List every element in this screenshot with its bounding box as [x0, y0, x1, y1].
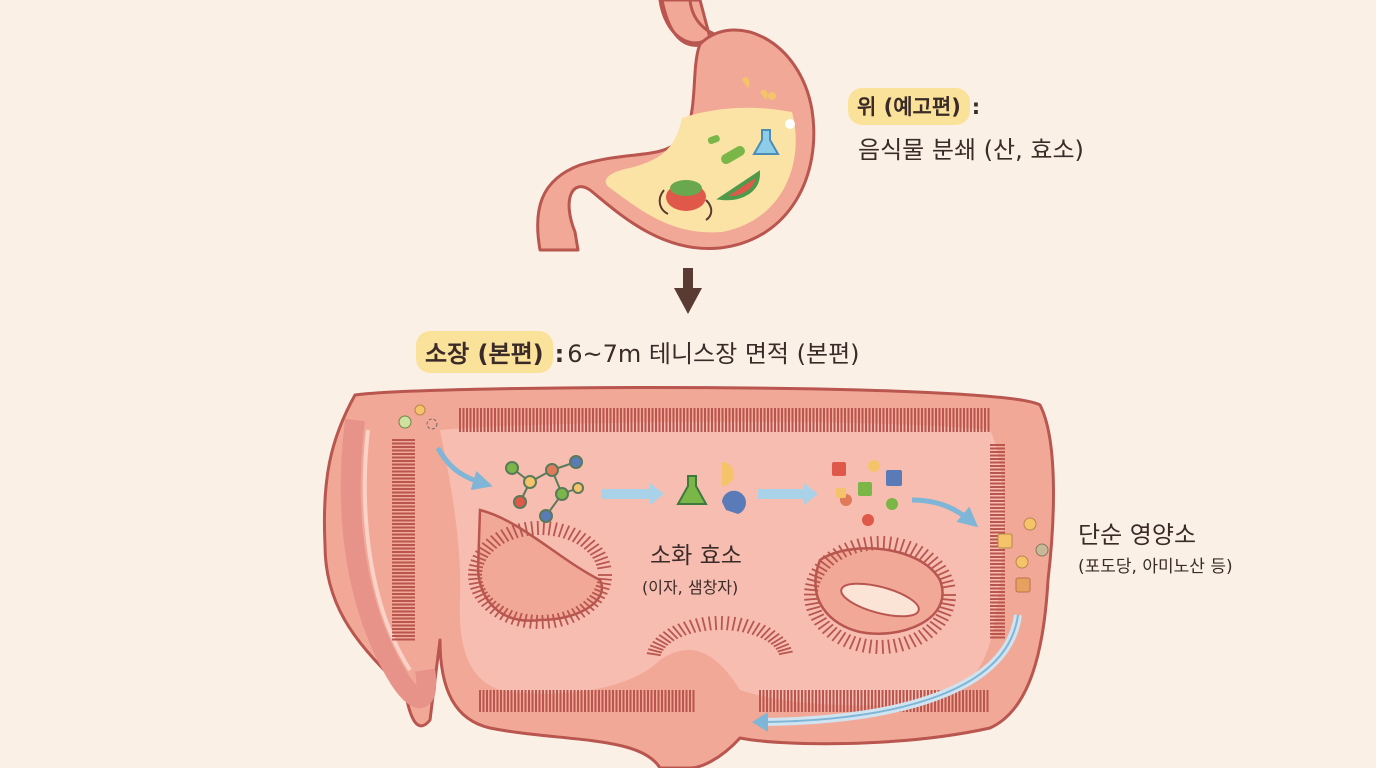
flow-arrow-4 [911, 497, 979, 528]
stomach-fluid [605, 107, 796, 233]
enzyme-sublabel: (이자, 샘창자) [642, 578, 739, 597]
simple-nutrients-icon [832, 460, 902, 526]
molecule-chain-icon [505, 455, 584, 523]
pill-icon [721, 146, 745, 164]
food-particles-icon [398, 404, 438, 430]
stomach-colon: : [971, 95, 981, 119]
down-arrow-icon [674, 268, 702, 314]
flow-arrow-1 [435, 446, 493, 491]
stomach-description: 음식물 분쇄 (산, 효소) [858, 136, 1084, 164]
inner-loop-left [476, 508, 604, 622]
absorbed-nutrients-icon [997, 517, 1049, 593]
nutrient-sublabel: (포도당, 아미노산 등) [1078, 557, 1233, 577]
watermelon-icon [716, 170, 761, 201]
intestine-title-pill: 소장 (본편) [416, 331, 553, 373]
intestine-colon: : [554, 340, 565, 368]
nutrient-label: 단순 영양소 [1078, 521, 1197, 549]
intestine-heading: 소장 (본편):6~7m 테니스장 면적 (본편) [416, 331, 860, 373]
stomach-heading: 위 (예고편): [848, 88, 983, 125]
small-intestine [322, 385, 1055, 768]
flask-icon [752, 129, 780, 155]
enzyme-icon [676, 462, 746, 514]
intestine-description: 6~7m 테니스장 면적 (본편) [567, 340, 860, 368]
stomach [536, 0, 816, 252]
enzyme-label: 소화 효소 [650, 543, 742, 569]
stomach-title-pill: 위 (예고편) [848, 88, 970, 125]
